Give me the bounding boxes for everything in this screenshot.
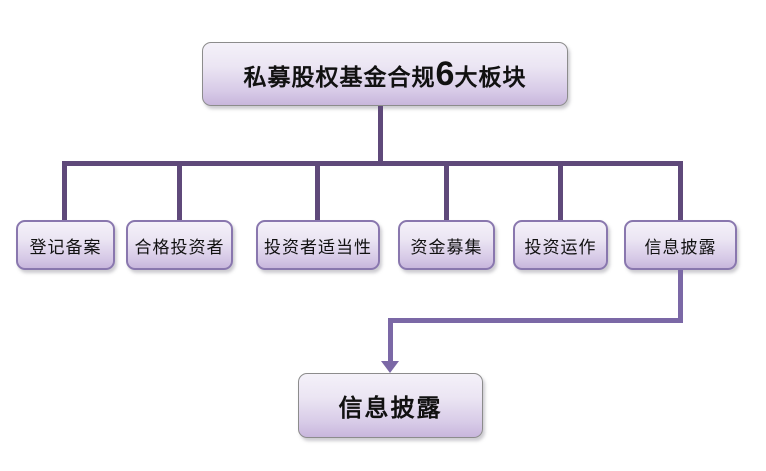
connector-drop-3 bbox=[315, 161, 320, 221]
node-information-disclosure-detail: 信息披露 bbox=[298, 373, 483, 438]
node-label: 信息披露 bbox=[338, 395, 443, 422]
connector-horizontal-bus bbox=[62, 161, 683, 166]
node-label: 资金募集 bbox=[410, 237, 483, 257]
node-information-disclosure: 信息披露 bbox=[624, 220, 737, 270]
node-fund-raising: 资金募集 bbox=[398, 220, 495, 270]
node-qualified-investors: 合格投资者 bbox=[126, 220, 233, 270]
node-label: 投资者适当性 bbox=[264, 237, 372, 257]
node-label: 合格投资者 bbox=[134, 237, 225, 257]
elbow-connector-drop-segment bbox=[388, 318, 393, 363]
node-investor-suitability: 投资者适当性 bbox=[256, 220, 380, 270]
node-label: 信息披露 bbox=[644, 237, 717, 257]
root-title-suffix: 大板块 bbox=[454, 63, 527, 90]
node-investment-operation: 投资运作 bbox=[513, 220, 608, 270]
connector-drop-2 bbox=[177, 161, 182, 221]
connector-trunk bbox=[378, 106, 383, 166]
node-label: 登记备案 bbox=[29, 237, 102, 257]
connector-drop-5 bbox=[558, 161, 563, 221]
connector-drop-1 bbox=[62, 161, 67, 221]
root-title-prefix: 私募股权基金合规 bbox=[243, 63, 436, 90]
connector-drop-6 bbox=[678, 161, 683, 221]
root-title-number: 6 bbox=[435, 54, 455, 93]
elbow-connector-down-segment bbox=[678, 270, 683, 323]
arrowhead-down-icon bbox=[381, 361, 399, 373]
node-registration-filing: 登记备案 bbox=[16, 220, 115, 270]
root-node-title: 私募股权基金合规6大板块 bbox=[244, 55, 527, 94]
node-label: 投资运作 bbox=[524, 237, 597, 257]
root-node: 私募股权基金合规6大板块 bbox=[202, 42, 568, 106]
connector-drop-4 bbox=[444, 161, 449, 221]
elbow-connector-horizontal-segment bbox=[388, 318, 683, 323]
